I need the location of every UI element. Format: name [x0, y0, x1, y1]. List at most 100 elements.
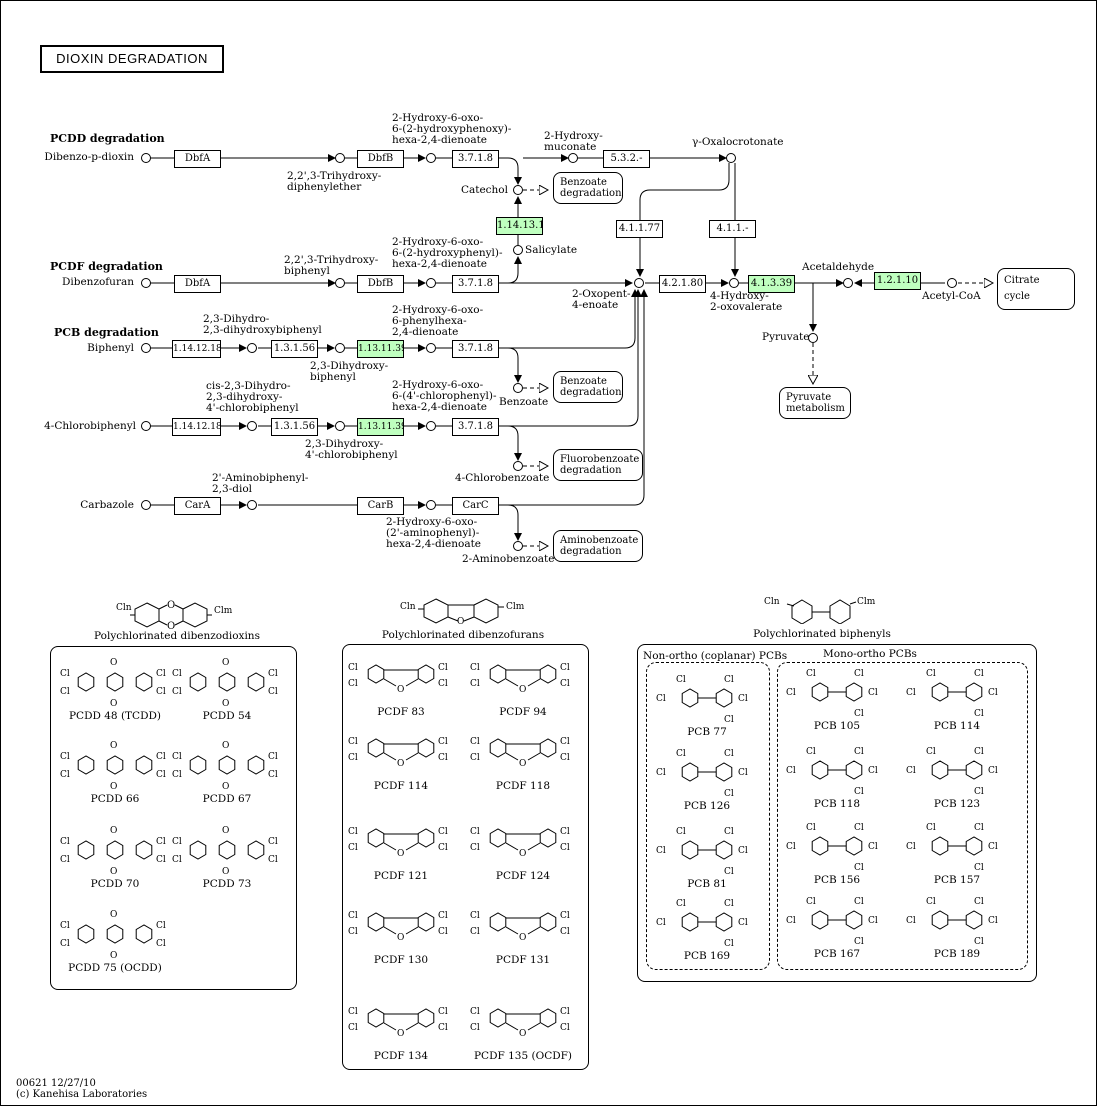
enzyme-4-1-3-39[interactable]: 4.1.3.39	[748, 275, 795, 293]
panel-pcb	[637, 644, 1037, 982]
chlorine-label: Cl	[806, 823, 816, 833]
chlorine-label: Cl	[560, 753, 570, 763]
enzyme-dbfa[interactable]: DbfA	[174, 275, 221, 293]
chlorine-label: Cl	[724, 749, 734, 759]
map-benzoate-degradation[interactable]: Benzoate degradation	[553, 371, 623, 403]
chlorine-label: Cl	[156, 687, 166, 697]
enzyme-4-1-1[interactable]: 4.1.1.-	[709, 220, 756, 238]
chlorine-label: Cl	[738, 694, 748, 704]
compound-node[interactable]	[247, 500, 257, 510]
enzyme-3-7-1-8[interactable]: 3.7.1.8	[452, 418, 499, 436]
compound-node[interactable]	[426, 421, 436, 431]
enzyme-1-14-12-18[interactable]: 1.14.12.18	[172, 418, 221, 436]
chlorine-label: Cl	[988, 842, 998, 852]
chlorine-label: Cl	[560, 663, 570, 673]
chlorine-label: Cl	[560, 1023, 570, 1033]
map-aminobenzoate-degradation[interactable]: Aminobenzoate degradation	[553, 530, 643, 562]
compound-node[interactable]	[729, 278, 739, 288]
enzyme-3-7-1-8[interactable]: 3.7.1.8	[452, 275, 499, 293]
map-fluorobenzoate-degradation[interactable]: Fluorobenzoate degradation	[553, 449, 643, 481]
map-citrate-cycle[interactable]: Citrate cycle	[997, 268, 1075, 310]
label-hydroxy-aminophenyl: 2-Hydroxy-6-oxo- (2'-aminophenyl)- hexa-…	[386, 516, 482, 550]
map-pyruvate-metabolism[interactable]: Pyruvate metabolism	[779, 387, 851, 419]
enzyme-5-3-2[interactable]: 5.3.2.-	[603, 150, 650, 168]
enzyme-1-14-13-1[interactable]: 1.14.13.1	[496, 217, 543, 235]
compound-node[interactable]	[335, 153, 345, 163]
enzyme-carb[interactable]: CarB	[357, 497, 404, 515]
compound-node[interactable]	[513, 245, 523, 255]
label-pyruvate: Pyruvate	[762, 331, 810, 343]
compound-node[interactable]	[141, 153, 151, 163]
enzyme-4-2-1-80[interactable]: 4.2.1.80	[659, 275, 706, 293]
chlorine-label: Cl	[60, 687, 70, 697]
pcb-congener-name: PCB 118	[813, 798, 861, 810]
pcdf-congener-name: PCDF 130	[373, 954, 429, 966]
enzyme-1-14-12-18[interactable]: 1.14.12.18	[172, 340, 221, 358]
enzyme-3-7-1-8[interactable]: 3.7.1.8	[452, 150, 499, 168]
compound-node[interactable]	[947, 278, 957, 288]
enzyme-1-3-1-56[interactable]: 1.3.1.56	[271, 418, 318, 436]
enzyme-3-7-1-8[interactable]: 3.7.1.8	[452, 340, 499, 358]
compound-node[interactable]	[426, 278, 436, 288]
clm-label: Clm	[506, 602, 525, 612]
compound-node[interactable]	[808, 333, 818, 343]
compound-node[interactable]	[513, 461, 523, 471]
enzyme-dbfa[interactable]: DbfA	[174, 150, 221, 168]
compound-node[interactable]	[634, 278, 644, 288]
chlorine-label: Cl	[438, 679, 448, 689]
pcb-congener-name: PCB 126	[683, 800, 731, 812]
compound-node[interactable]	[513, 185, 523, 195]
chlorine-label: Cl	[60, 669, 70, 679]
compound-node[interactable]	[247, 421, 257, 431]
compound-node[interactable]	[513, 383, 523, 393]
compound-node[interactable]	[141, 421, 151, 431]
compound-node[interactable]	[141, 278, 151, 288]
panel-title-dibenzofurans: Polychlorinated dibenzofurans	[381, 629, 545, 641]
chlorine-label: Cl	[470, 1007, 480, 1017]
compound-node[interactable]	[726, 153, 736, 163]
compound-node[interactable]	[426, 500, 436, 510]
pcb-congener-name: PCB 156	[813, 874, 861, 886]
enzyme-1-13-11-39[interactable]: 1.13.11.39	[357, 418, 404, 436]
compound-node[interactable]	[426, 343, 436, 353]
chlorine-label: Cl	[786, 916, 796, 926]
compound-node[interactable]	[335, 343, 345, 353]
compound-node[interactable]	[335, 421, 345, 431]
chlorine-label: Cl	[60, 752, 70, 762]
compound-node[interactable]	[141, 500, 151, 510]
compound-node[interactable]	[513, 541, 523, 551]
enzyme-carc[interactable]: CarC	[452, 497, 499, 515]
chlorine-label: Cl	[974, 787, 984, 797]
enzyme-1-2-1-10[interactable]: 1.2.1.10	[874, 272, 921, 290]
chlorine-label: Cl	[868, 688, 878, 698]
map-benzoate-degradation[interactable]: Benzoate degradation	[553, 172, 623, 204]
pcb-congener-name: PCB 114	[933, 720, 981, 732]
enzyme-1-13-11-39[interactable]: 1.13.11.39	[357, 340, 404, 358]
chlorine-label: Cl	[60, 770, 70, 780]
compound-node[interactable]	[335, 278, 345, 288]
enzyme-1-3-1-56[interactable]: 1.3.1.56	[271, 340, 318, 358]
pcdf-congener-name: PCDF 118	[495, 780, 551, 792]
cln-label: Cln	[116, 603, 132, 613]
compound-node[interactable]	[568, 153, 578, 163]
chlorine-label: Cl	[974, 747, 984, 757]
enzyme-cara[interactable]: CarA	[174, 497, 221, 515]
enzyme-dbfb[interactable]: DbfB	[357, 150, 404, 168]
compound-node[interactable]	[426, 153, 436, 163]
enzyme-4-1-1-77[interactable]: 4.1.1.77	[616, 220, 663, 238]
compound-node[interactable]	[247, 343, 257, 353]
compound-node[interactable]	[141, 343, 151, 353]
chlorine-label: Cl	[348, 827, 358, 837]
compound-node[interactable]	[843, 278, 853, 288]
chlorine-label: Cl	[854, 787, 864, 797]
chlorine-label: Cl	[172, 770, 182, 780]
oxygen-label: O	[222, 826, 229, 836]
enzyme-dbfb[interactable]: DbfB	[357, 275, 404, 293]
